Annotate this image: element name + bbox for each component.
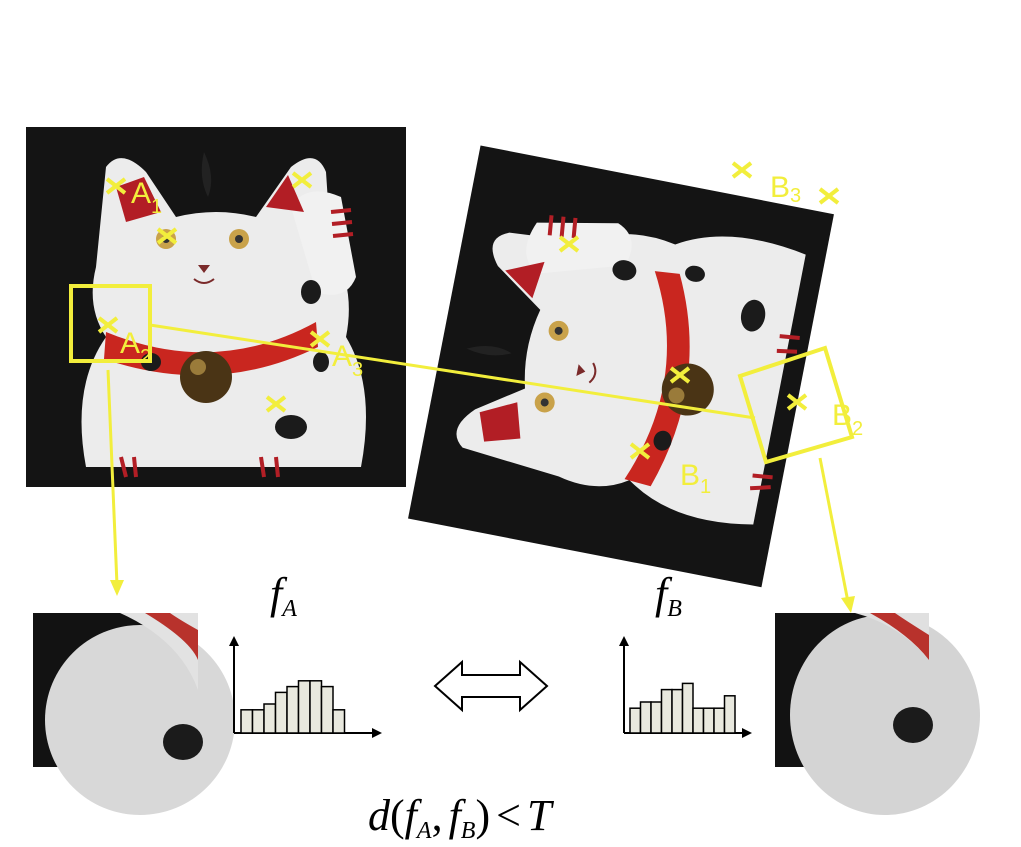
double-arrow-icon <box>433 659 549 713</box>
histogram-b-bar <box>671 688 684 734</box>
arrowhead-icon <box>229 636 239 646</box>
arrowhead-icon <box>742 728 752 738</box>
histogram-b-bar <box>650 701 663 734</box>
arrowhead-b-icon <box>841 596 855 613</box>
descriptor-a-label: fA <box>270 569 297 622</box>
histogram-b-bar <box>660 688 673 734</box>
histogram-a-bar <box>286 685 300 734</box>
label-b1: B1 <box>680 459 711 498</box>
histogram-a-bar <box>240 709 254 734</box>
keypoint-labels: A1 A2 A3 B3 B2 B1 <box>120 171 863 498</box>
correspondence <box>69 284 855 613</box>
cat-figurine-a <box>24 125 408 489</box>
histogram-b-bar <box>681 682 694 734</box>
histogram-b-bar <box>639 701 652 734</box>
arrowhead-a-icon <box>110 580 124 596</box>
keypoint-b3-marker <box>818 187 840 205</box>
histogram-a-bar <box>320 685 334 734</box>
histogram-a-bar <box>274 691 288 734</box>
patch-box-a <box>69 284 152 363</box>
label-a1: A1 <box>131 177 162 218</box>
arrow-down-a <box>106 369 119 586</box>
histogram-b <box>619 636 752 738</box>
histogram-a-bar <box>263 703 277 734</box>
match-line <box>149 323 756 420</box>
label-a3: A3 <box>332 340 363 381</box>
histogram-b-bar <box>713 707 726 734</box>
arrow-down-b <box>818 457 850 603</box>
image-a <box>24 125 408 489</box>
arrowhead-icon <box>619 636 629 646</box>
histogram-b-bar <box>723 695 736 734</box>
histogram-a-bar <box>309 680 323 734</box>
histogram-a <box>229 636 382 738</box>
histogram-b-bar <box>692 707 705 734</box>
label-b3: B3 <box>770 171 801 207</box>
histogram-a-bar <box>332 709 346 734</box>
patch-b <box>775 613 980 815</box>
histogram-b-bar <box>629 707 642 734</box>
histogram-a-bar <box>297 680 311 734</box>
label-a2: A2 <box>120 327 151 368</box>
histogram-b-bar <box>702 707 715 734</box>
arrowhead-icon <box>372 728 382 738</box>
keypoint-marker <box>731 161 753 179</box>
distance-formula: d(fA,fB)<T <box>368 791 555 844</box>
patch-box-b <box>737 345 855 465</box>
descriptor-b-label: fB <box>655 569 682 622</box>
patch-a <box>33 613 235 815</box>
histogram-a-bar <box>251 709 265 734</box>
